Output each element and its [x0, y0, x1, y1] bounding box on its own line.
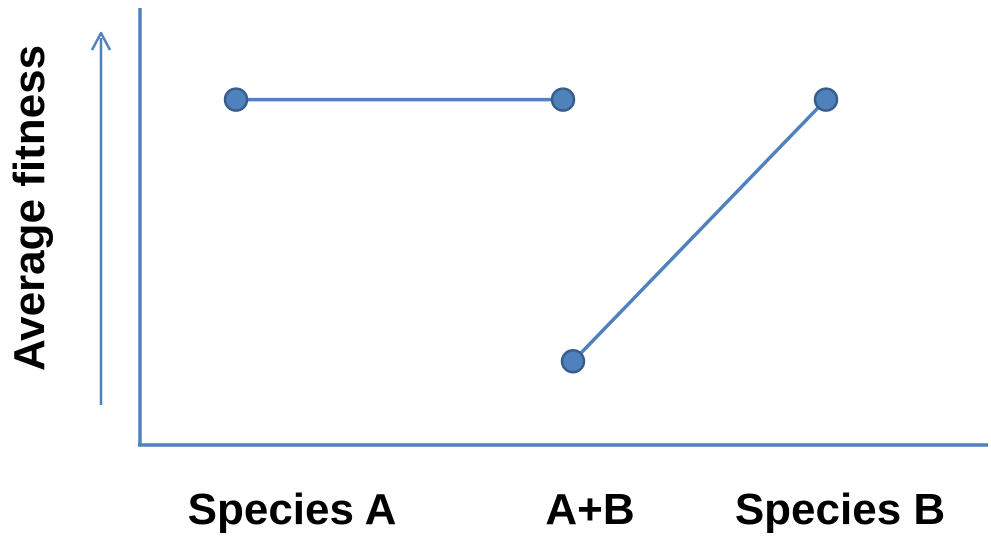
x-tick-labels: Species A A+B Species B	[188, 485, 946, 534]
y-axis-arrowhead	[90, 31, 112, 51]
series-2-line	[571, 98, 828, 363]
series-2-point-2	[813, 87, 839, 112]
series-2-point-1	[560, 349, 586, 374]
y-axis-label: Average fitness	[5, 45, 54, 371]
x-tick-label-3: Species B	[735, 485, 945, 534]
series-points	[223, 87, 839, 374]
series-1-point-1	[223, 87, 249, 112]
series-lines	[236, 97, 828, 363]
series-1-point-2	[550, 87, 576, 112]
x-tick-label-1: Species A	[188, 485, 397, 534]
x-tick-label-2: A+B	[545, 485, 634, 534]
